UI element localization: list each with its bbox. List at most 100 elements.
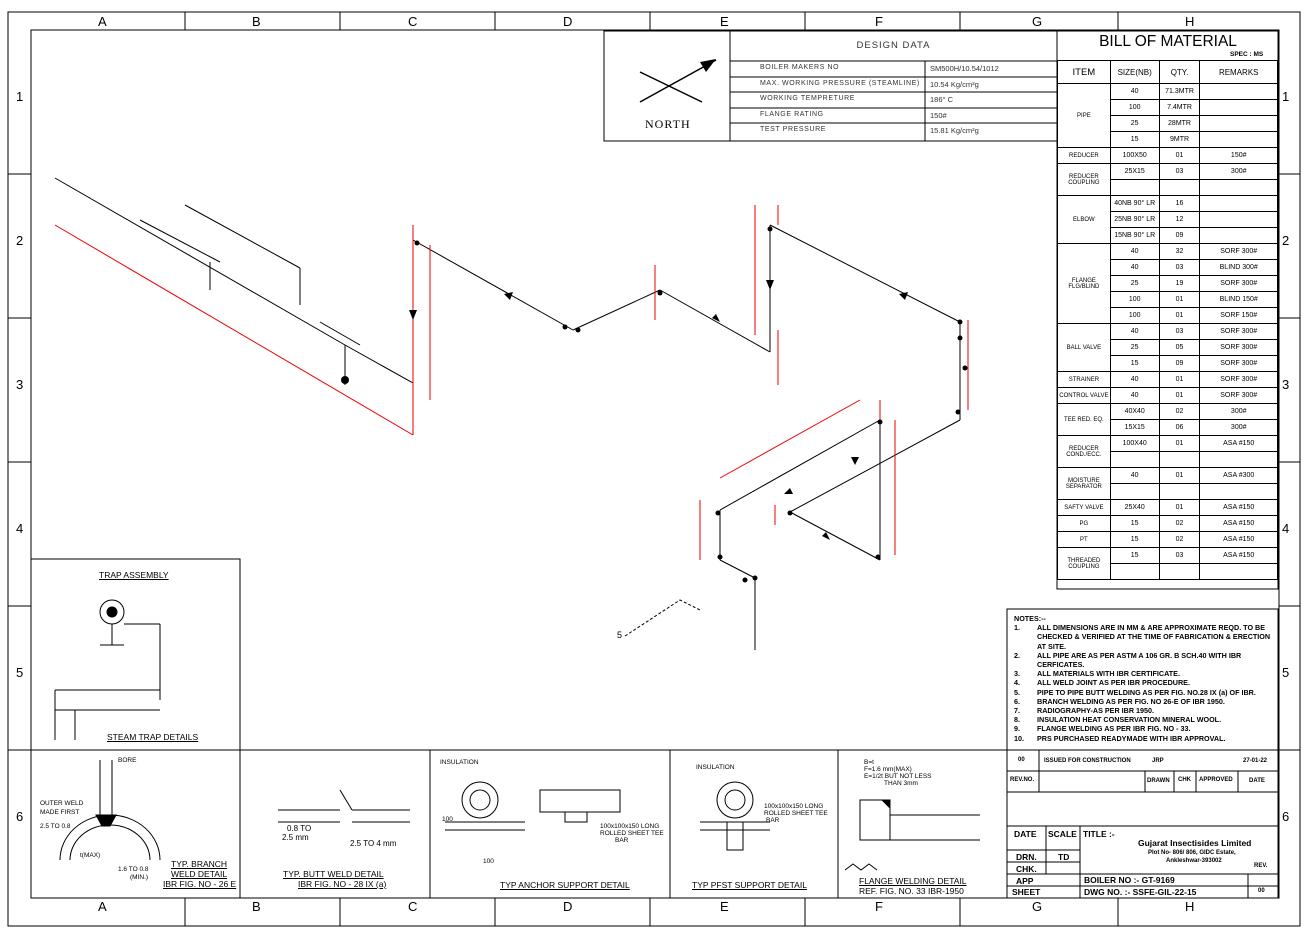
bom-cell: 15X15 [1109, 419, 1160, 436]
note-text: AT SITE. [1037, 641, 1067, 651]
bom-cell: 300# [1199, 419, 1278, 436]
bom-cell: ASA #150 [1199, 435, 1278, 452]
bom-cell: 40 [1109, 83, 1160, 100]
bom-cell: ASA #150 [1199, 515, 1278, 532]
bom-header: REMARKS [1199, 60, 1278, 84]
note-item: CERFICATES. [1014, 660, 1276, 669]
note-text: ALL DIMENSIONS ARE IN MM & ARE APPROXIMA… [1037, 623, 1266, 633]
design-data-value: 186° C [930, 95, 954, 104]
branch-outer: OUTER WELD [40, 800, 84, 807]
bom-cell: 25X40 [1109, 499, 1160, 516]
bom-cell: SORF 150# [1199, 307, 1278, 324]
pfst-title: TYP PFST SUPPORT DETAIL [692, 880, 807, 890]
bom-cell: 01 [1158, 147, 1201, 164]
notes-block: NOTES:-- 1.ALL DIMENSIONS ARE IN MM & AR… [1014, 614, 1276, 743]
tb-rev-value: 00 [1258, 888, 1265, 894]
note-number: 4. [1014, 678, 1020, 688]
bom-header: SIZE(NB) [1109, 60, 1160, 84]
grid-row-left: 1 [16, 89, 24, 104]
bom-cell [1199, 451, 1278, 468]
bom-cell: 25 [1109, 339, 1160, 356]
grid-col-top: C [408, 14, 418, 29]
branch-title-1: TYP. BRANCH [171, 859, 228, 869]
bom-cell [1109, 483, 1160, 500]
branch-made: MADE FIRST [40, 809, 80, 816]
grid-col-top: G [1032, 14, 1043, 29]
note-item: AT SITE. [1014, 642, 1276, 651]
anchor-tee1: 100x100x150 LONG [600, 823, 660, 830]
bom-cell: SORF 300# [1199, 275, 1278, 292]
bom-cell: 15 [1109, 547, 1160, 564]
butt-title-2: IBR FIG. NO - 28 IX (a) [298, 879, 387, 889]
bom-item: TEE RED. EQ. [1057, 403, 1111, 436]
bom-cell [1109, 563, 1160, 580]
note-item: 7.RADIOGRAPHY-AS PER IBR 1950. [1014, 706, 1276, 715]
grid-col-top: F [875, 14, 883, 29]
anchor-d100a: 100 [442, 816, 453, 823]
rev-drawn: JRP [1152, 758, 1164, 764]
pfst-tee1: 100x100x150 LONG [764, 803, 824, 810]
bom-cell [1109, 179, 1160, 196]
branch-tmax: t(MAX) [80, 852, 101, 859]
bom-cell: 25 [1109, 115, 1160, 132]
grid-row-left: 5 [16, 665, 24, 680]
design-data-label: MAX. WORKING PRESSURE (STEAMLINE) [760, 80, 920, 87]
trap-assembly-title: TRAP ASSEMBLY [99, 570, 169, 580]
bom-cell: ASA #300 [1199, 467, 1278, 484]
bom-cell: 02 [1158, 403, 1201, 420]
date-label: DATE [1249, 778, 1265, 784]
note-number: 1. [1014, 623, 1020, 633]
bom-cell: 01 [1158, 387, 1201, 404]
design-data-value: 150# [930, 111, 947, 120]
bom-item: ELBOW [1057, 195, 1111, 244]
bom-cell: 9MTR [1158, 131, 1201, 148]
bom-header: QTY. [1158, 60, 1201, 84]
bom-cell: 01 [1158, 435, 1201, 452]
grid-col-top: D [563, 14, 573, 29]
branch-weld-sketch [59, 760, 161, 861]
bom-cell: 02 [1158, 515, 1201, 532]
bom-cell [1199, 115, 1278, 132]
grid-row-left: 3 [16, 377, 24, 392]
note-text: CHECKED & VERIFIED AT THE TIME OF FABRIC… [1037, 632, 1271, 642]
bom-cell: 40 [1109, 259, 1160, 276]
note-text: BRANCH WELDING AS PER FIG. NO 26-E OF IB… [1037, 696, 1225, 706]
bom-cell [1199, 195, 1278, 212]
note-item: 5.PIPE TO PIPE BUTT WELDING AS PER FIG. … [1014, 688, 1276, 697]
boiler-no: BOILER NO :- GT-9169 [1084, 875, 1175, 885]
anchor-bar: BAR [615, 837, 629, 844]
rev-no-label: REV.NO. [1010, 777, 1035, 783]
tb-drn-value: TD [1058, 852, 1070, 862]
bom-cell: 09 [1158, 355, 1201, 372]
tb-date-label: DATE [1014, 829, 1037, 839]
bom-cell: 09 [1158, 227, 1201, 244]
bom-cell: 01 [1158, 499, 1201, 516]
bom-cell [1109, 451, 1160, 468]
bom-item: REDUCER COUPLING [1057, 163, 1111, 196]
bom-cell: SORF 300# [1199, 243, 1278, 260]
bom-title: BILL OF MATERIAL [1099, 33, 1237, 50]
bom-cell: 01 [1158, 371, 1201, 388]
bom-item: PIPE [1057, 83, 1111, 148]
bom-item: REDUCER [1057, 147, 1111, 164]
butt-d1: 0.8 TO [287, 824, 312, 833]
grid-row-right: 5 [1282, 665, 1290, 680]
bom-cell: 300# [1199, 163, 1278, 180]
grid-col-bottom: H [1185, 899, 1195, 914]
flange-e: E=1/2t BUT NOT LESS [864, 773, 932, 780]
note-item: 9.FLANGE WELDING AS PER IBR FIG. NO - 33… [1014, 724, 1276, 733]
note-number: 10. [1014, 733, 1024, 743]
bom-cell [1199, 211, 1278, 228]
pfst-sketch [700, 781, 770, 851]
design-data-label: FLANGE RATING [760, 111, 824, 118]
bom-cell: 100X50 [1109, 147, 1160, 164]
note-number [1014, 660, 1037, 669]
bom-row [1058, 563, 1278, 580]
bom-cell: 01 [1158, 467, 1201, 484]
